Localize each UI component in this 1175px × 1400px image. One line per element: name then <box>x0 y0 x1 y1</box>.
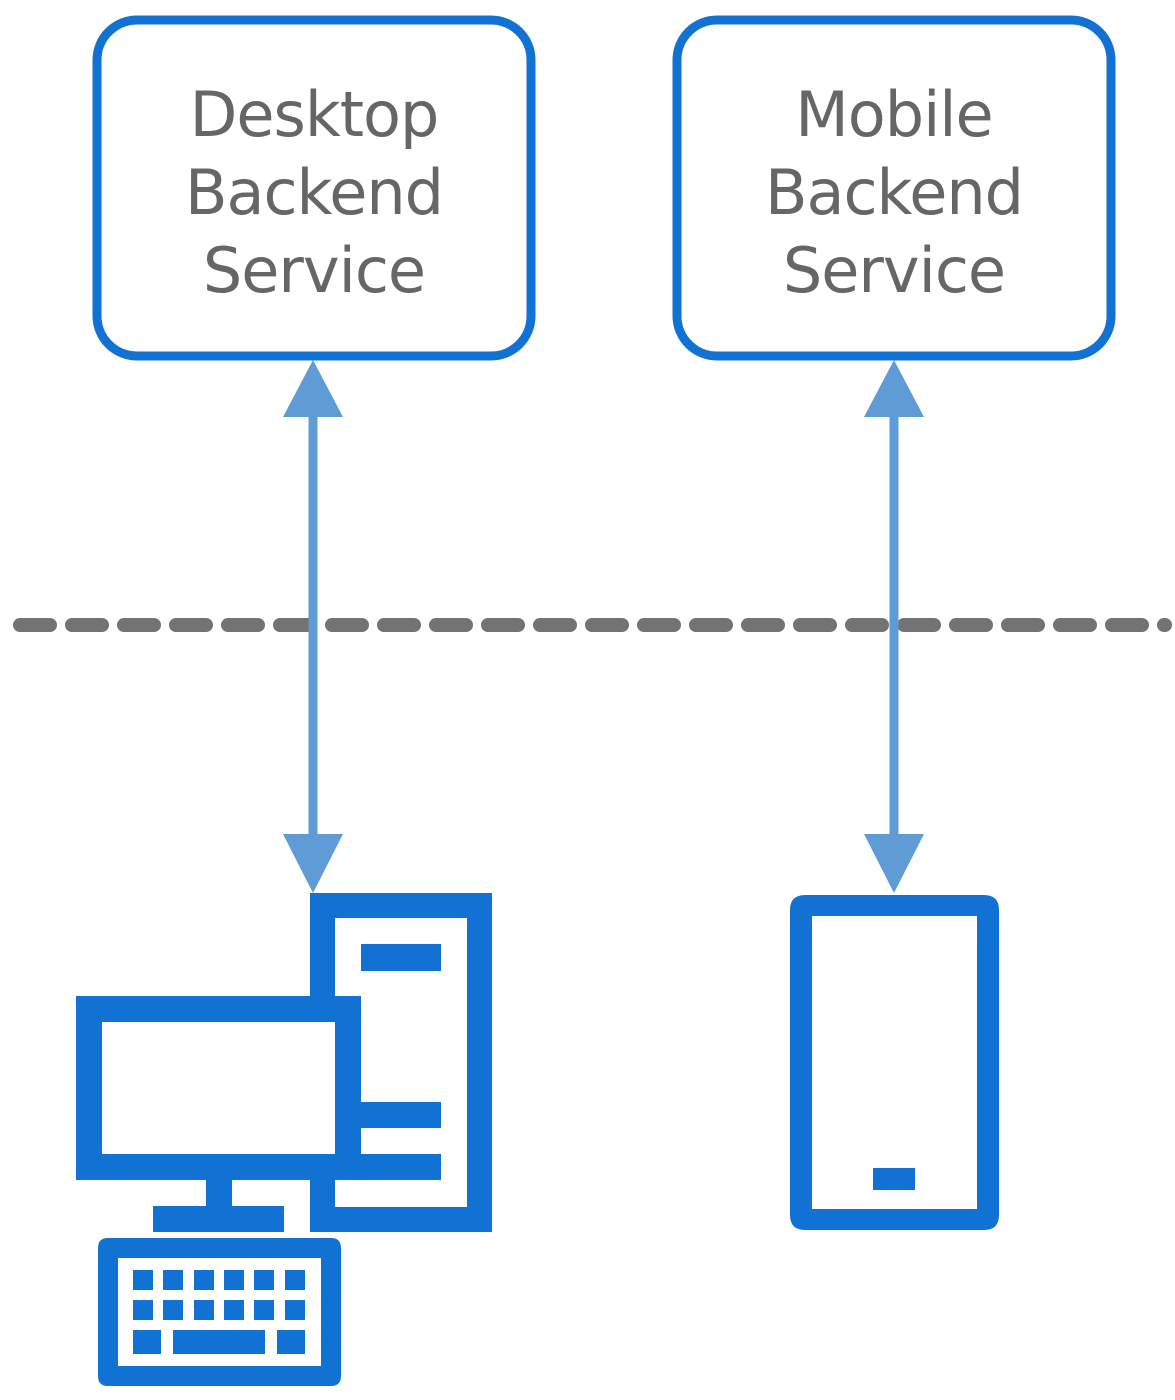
label-line: Service <box>782 234 1006 307</box>
monitor-icon <box>76 996 361 1180</box>
desktop-computer-icon <box>76 893 492 1386</box>
arrow-head-up-icon <box>864 360 924 417</box>
mobile-phone-icon <box>790 895 999 1230</box>
mobile-connection-arrow <box>864 360 924 893</box>
mobile-backend-service-label: Mobile Backend Service <box>677 76 1111 310</box>
label-line: Desktop <box>189 78 440 151</box>
tower-case-icon <box>310 893 492 1232</box>
label-line: Backend <box>764 156 1024 229</box>
desktop-backend-service-box <box>92 15 536 361</box>
arrow-head-down-icon <box>864 834 924 893</box>
keyboard-icon <box>98 1238 341 1386</box>
desktop-backend-service-label: Desktop Backend Service <box>97 76 531 310</box>
label-line: Backend <box>184 156 444 229</box>
desktop-connection-arrow <box>283 360 343 893</box>
mobile-backend-service-box <box>672 15 1116 361</box>
home-button-icon <box>873 1168 915 1190</box>
label-line: Mobile <box>795 78 993 151</box>
label-line: Service <box>202 234 426 307</box>
arrow-head-down-icon <box>283 834 343 893</box>
arrow-head-up-icon <box>283 360 343 417</box>
